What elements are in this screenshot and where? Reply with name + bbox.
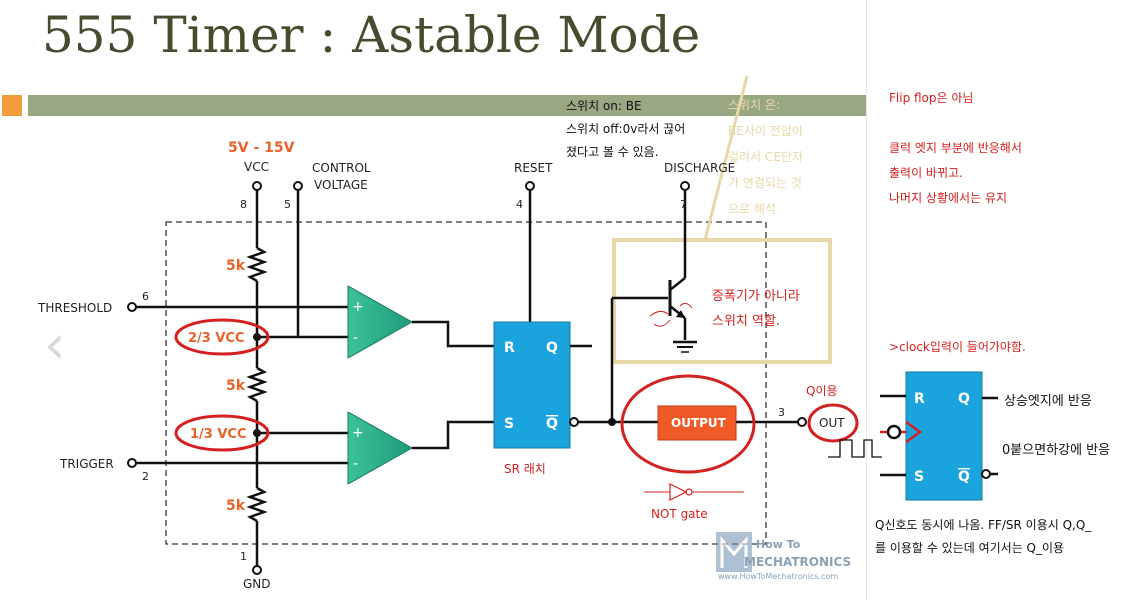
resistor-label-2: 5k xyxy=(226,378,246,394)
pin-num-trigger: 2 xyxy=(142,470,149,483)
vcc-terminal xyxy=(252,181,262,191)
trigger-terminal xyxy=(127,458,137,468)
flipflop-block xyxy=(905,371,983,501)
q-use-label: Q이용 xyxy=(806,384,838,398)
prev-slide-arrow[interactable]: ‹ xyxy=(44,313,66,376)
gnd-terminal xyxy=(252,565,262,575)
switch-on-line: 으로 해석 xyxy=(728,202,776,216)
switch-note-line: 스위치 off:0v라서 끊어 xyxy=(566,122,686,136)
switch-on-line: 걸려서 CE단자 xyxy=(728,150,803,164)
switch-note-line: 졌다고 볼 수 있음. xyxy=(566,145,659,159)
comparator-lower xyxy=(347,411,414,485)
comp1-plus: + xyxy=(352,299,364,315)
flipflop-note-line: Flip flop은 아님 xyxy=(889,91,974,105)
flipflop-note-line: 나머지 상황에서는 유지 xyxy=(889,191,1008,205)
out-label: OUT xyxy=(819,416,845,430)
tan-pointer-line xyxy=(703,75,749,241)
ellipse-output xyxy=(620,374,756,474)
vcc-label: VCC xyxy=(244,160,269,174)
falling-edge-note: 0붙으면하강에 반응 xyxy=(1002,443,1111,458)
flipflop-note-line: 클럭 엣지 부분에 반응해서 xyxy=(889,141,1022,155)
flipflop-note: Flip flop은 아님 클럭 엣지 부분에 반응해서 출력이 바뀌고. 나머… xyxy=(889,86,1022,211)
rising-edge-note: 상승엣지에 반응 xyxy=(1004,394,1092,409)
switch-on-note: 스위치 온: BE사이 전압이 걸려서 CE단자 가 연결되는 것 으로 해석 xyxy=(728,92,803,222)
sr-latch xyxy=(493,321,571,449)
output-block-label: OUTPUT xyxy=(671,416,727,430)
switch-on-line: 가 연결되는 것 xyxy=(728,176,802,190)
pin-num-control: 5 xyxy=(284,198,291,211)
slide-edge-line xyxy=(866,0,867,600)
watermark-line-2: MECHATRONICS xyxy=(744,555,851,569)
q-signal-line: Q신호도 동시에 나옴. FF/SR 이용시 Q,Q_ xyxy=(875,518,1092,532)
flipflop-note-line: 출력이 바뀌고. xyxy=(889,166,963,180)
reset-terminal xyxy=(525,181,535,191)
comp2-minus: - xyxy=(353,456,358,472)
ff-q: Q xyxy=(958,391,970,407)
discharge-label: DISCHARGE xyxy=(664,161,735,175)
comp1-minus: - xyxy=(353,330,358,346)
transistor-highlight-box xyxy=(612,238,832,364)
ff-qbar: Q xyxy=(958,469,970,485)
watermark-line-3: www.HowToMechatronics.com xyxy=(718,572,838,581)
ref-label-2-3: 2/3 VCC xyxy=(188,331,245,346)
clock-note: >clock입력이 들어가야함. xyxy=(889,340,1026,354)
watermark-line-1: How To xyxy=(756,538,801,551)
pin-num-gnd: 1 xyxy=(240,550,247,563)
gnd-label: GND xyxy=(243,577,271,591)
accent-square xyxy=(2,95,22,116)
latch-s: S xyxy=(504,416,514,432)
latch-qbar: Q xyxy=(546,416,558,432)
transistor-note: 증폭기가 아니라 스위치 역할. xyxy=(712,284,800,334)
comp2-plus: + xyxy=(352,425,364,441)
threshold-terminal xyxy=(127,302,137,312)
latch-r: R xyxy=(504,340,515,356)
ellipse-out xyxy=(807,403,859,443)
sr-latch-label: SR 래치 xyxy=(504,462,546,476)
control-terminal xyxy=(293,181,303,191)
comparator-upper xyxy=(347,285,414,359)
resistor-3 xyxy=(246,486,268,523)
pin-num-reset: 4 xyxy=(516,198,523,211)
pin-num-out: 3 xyxy=(778,406,785,419)
ic-boundary xyxy=(165,221,767,545)
slide-title: 555 Timer : Astable Mode xyxy=(42,6,701,64)
resistor-2 xyxy=(246,366,268,403)
latch-q: Q xyxy=(546,340,558,356)
q-signal-line: 를 이용할 수 있는데 여기서는 Q_이용 xyxy=(875,541,1065,555)
control-label-2: VOLTAGE xyxy=(314,178,368,192)
pin-num-discharge: 7 xyxy=(680,198,687,211)
clock-edge-marker xyxy=(905,420,923,444)
ref-label-1-3: 1/3 VCC xyxy=(190,427,247,442)
ellipse-2-3-vcc xyxy=(174,318,270,356)
resistor-label-1: 5k xyxy=(226,258,246,274)
q-signal-note: Q신호도 동시에 나옴. FF/SR 이용시 Q,Q_ 를 이용할 수 있는데 … xyxy=(875,514,1091,560)
ff-r: R xyxy=(914,391,925,407)
reset-label: RESET xyxy=(514,161,553,175)
out-terminal xyxy=(797,417,807,427)
control-label-1: CONTROL xyxy=(312,161,371,175)
clock-waveform xyxy=(828,439,882,458)
watermark-logo xyxy=(716,532,752,572)
header-bar xyxy=(28,95,866,116)
resistor-1 xyxy=(246,246,268,283)
switch-note-line: 스위치 on: BE xyxy=(566,99,642,113)
resistor-label-3: 5k xyxy=(226,498,246,514)
switch-on-line: BE사이 전압이 xyxy=(728,124,803,138)
flipflop-note-line xyxy=(889,111,1022,136)
not-gate-label: NOT gate xyxy=(651,507,708,521)
ff-s: S xyxy=(914,469,924,485)
ellipse-1-3-vcc xyxy=(174,414,270,452)
supply-range: 5V - 15V xyxy=(228,140,295,156)
clock-bubble xyxy=(886,424,902,440)
discharge-terminal xyxy=(680,181,690,191)
switch-on-line: 스위치 온: xyxy=(728,98,781,112)
switch-note: 스위치 on: BE 스위치 off:0v라서 끊어 졌다고 볼 수 있음. xyxy=(566,95,685,164)
pin-num-vcc: 8 xyxy=(240,198,247,211)
trigger-label: TRIGGER xyxy=(59,457,114,471)
transistor-note-line: 증폭기가 아니라 xyxy=(712,289,800,304)
threshold-label: THRESHOLD xyxy=(37,301,112,315)
pin-num-threshold: 6 xyxy=(142,290,149,303)
transistor-note-line: 스위치 역할. xyxy=(712,314,781,329)
